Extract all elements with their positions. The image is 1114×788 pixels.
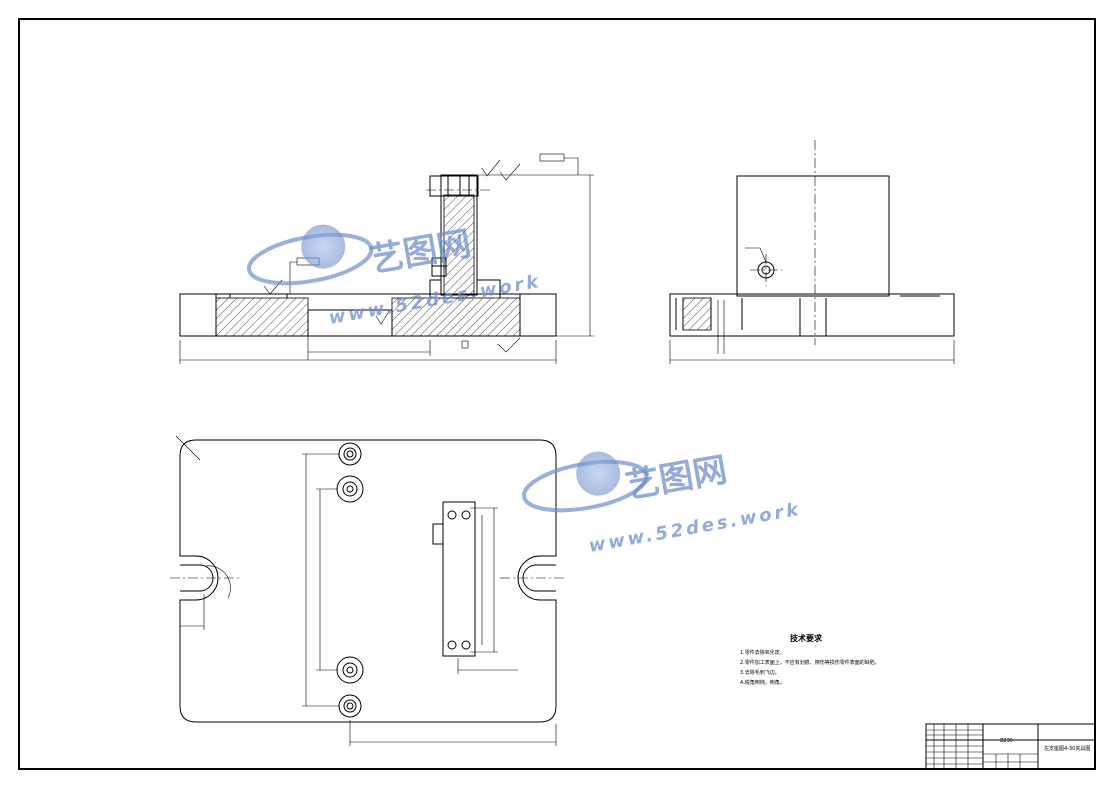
- technical-requirements: 技术要求 1.零件去除氧化皮。 2.零件加工表面上，不应有划痕、擦伤等损伤零件表…: [740, 633, 880, 686]
- counterbore-hole-4: [338, 694, 362, 718]
- title-block-drawing-name: 左支座图4-30夹具图: [1044, 745, 1090, 752]
- locating-block: [442, 501, 476, 657]
- side-view: [669, 140, 955, 364]
- top-plan-view: [170, 435, 566, 746]
- tech-req-item-3: 3.去除毛刺飞边。: [740, 669, 780, 676]
- section-hatch-upright: [443, 194, 475, 299]
- tech-req-item-4: 4.锐角倒钝，倒角。: [740, 679, 785, 686]
- tech-req-item-2: 2.零件加工表面上，不应有划痕、擦伤等损伤零件表面的缺陷。: [740, 659, 880, 666]
- tech-req-item-1: 1.零件去除氧化皮。: [740, 649, 785, 656]
- section-hatch-left: [215, 297, 309, 337]
- title-block-material: Z235: [1000, 738, 1013, 744]
- watermark-logo-2: [521, 451, 649, 513]
- watermark-logo-1: [246, 224, 374, 286]
- front-section-view: [179, 153, 594, 364]
- counterbore-hole-3: [336, 656, 364, 684]
- watermark-en-2: www.52des.work: [587, 499, 802, 557]
- counterbore-hole-2: [336, 475, 364, 503]
- watermark-cn-2: 艺图网: [623, 450, 730, 507]
- counterbore-hole-1: [338, 442, 362, 466]
- title-block: Z235 左支座图4-30夹具图: [925, 723, 1096, 770]
- tech-req-title: 技术要求: [790, 633, 823, 643]
- sheet-border: [18, 18, 1096, 770]
